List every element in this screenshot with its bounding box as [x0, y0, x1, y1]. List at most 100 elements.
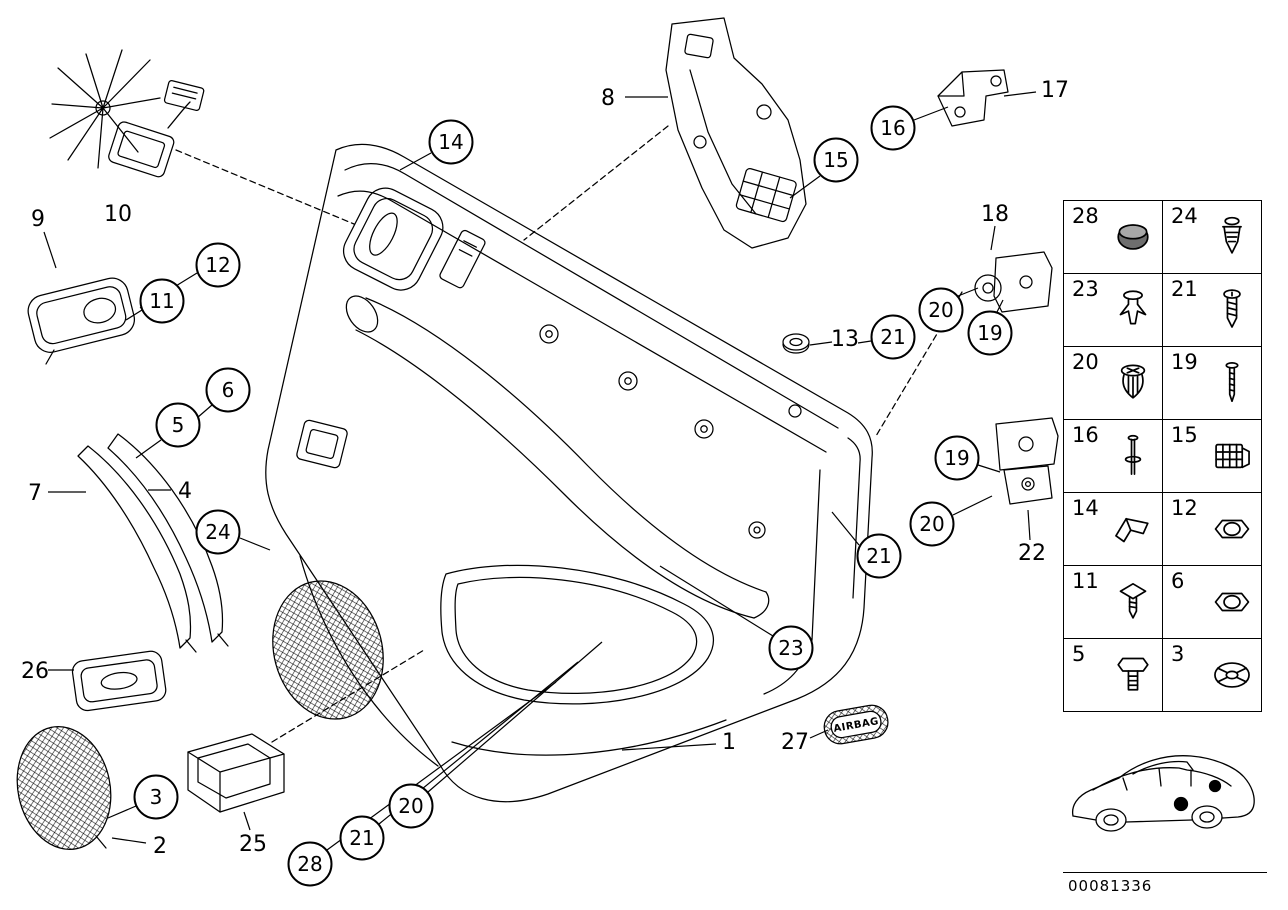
car-sketch [1071, 755, 1255, 832]
callout-circle[interactable] [139, 278, 185, 324]
callout-leader-line [952, 495, 993, 516]
callout-number: 2 [153, 834, 167, 859]
callout-15[interactable]: 15 [789, 137, 859, 199]
callout-number: 13 [831, 327, 859, 352]
callout-circle[interactable] [195, 242, 241, 288]
legend-part-number: 11 [1072, 569, 1099, 593]
callout-27[interactable]: 27 [781, 729, 829, 755]
callout-26[interactable]: 26 [21, 659, 74, 684]
callout-3[interactable]: 3 [107, 774, 179, 820]
callout-18[interactable]: 18 [981, 202, 1009, 251]
callout-circle[interactable] [856, 533, 902, 579]
callout-17[interactable]: 17 [1003, 78, 1069, 103]
callout-circle[interactable] [967, 310, 1013, 356]
callout-19[interactable]: 19 [967, 299, 1013, 356]
legend-part-number: 23 [1072, 277, 1099, 301]
callout-number: 25 [239, 832, 267, 857]
callout-24[interactable]: 24 [195, 509, 271, 555]
callout-13[interactable]: 13 [809, 327, 859, 352]
callout-16[interactable]: 16 [870, 105, 949, 151]
callout-leader-line [135, 439, 162, 459]
callout-25[interactable]: 25 [239, 811, 267, 857]
callout-14[interactable]: 14 [399, 119, 474, 171]
callout-20[interactable]: 20 [909, 495, 993, 547]
construction-lines [175, 125, 963, 743]
legend-cell-20[interactable]: 20 [1064, 347, 1163, 420]
callout-21[interactable]: 21 [339, 661, 579, 861]
callout-21[interactable]: 21 [831, 511, 902, 579]
speaker-grille-art [16, 725, 112, 851]
legend-cell-11[interactable]: 11 [1064, 566, 1163, 639]
callout-8[interactable]: 8 [601, 86, 668, 111]
legend-cell-3[interactable]: 3 [1163, 639, 1262, 712]
callout-leader-line [239, 537, 271, 551]
callout-leader-line [809, 341, 833, 346]
legend-cell-21[interactable]: 21 [1163, 274, 1262, 347]
callout-28[interactable]: 28 [287, 681, 557, 887]
callout-number: 17 [1041, 78, 1069, 103]
callout-circle[interactable] [909, 501, 955, 547]
car-thumbnail-icon [1071, 755, 1255, 832]
legend-cell-14[interactable]: 14 [1064, 493, 1163, 566]
callout-circle[interactable] [768, 625, 814, 671]
legend-cell-12[interactable]: 12 [1163, 493, 1262, 566]
callout-leader-line [831, 511, 860, 546]
callout-circle[interactable] [428, 119, 474, 165]
lower-bracket-art [995, 417, 1059, 505]
callout-1[interactable]: 1 [621, 730, 736, 755]
legend-cell-28[interactable]: 28 [1064, 201, 1163, 274]
callout-20[interactable]: 20 [388, 641, 603, 829]
callout-10[interactable]: 10 [104, 202, 132, 227]
callout-circle[interactable] [918, 287, 964, 333]
retainer-block-icon [1207, 431, 1257, 481]
callout-circle[interactable] [339, 815, 385, 861]
callout-5[interactable]: 5 [135, 402, 201, 459]
callout-leader-line [996, 299, 1004, 313]
callout-number: 4 [178, 479, 192, 504]
callout-circle[interactable] [155, 402, 201, 448]
callout-23[interactable]: 23 [659, 565, 814, 671]
legend-cell-24[interactable]: 24 [1163, 201, 1262, 274]
callout-12[interactable]: 12 [139, 242, 241, 309]
legend-cell-6[interactable]: 6 [1163, 566, 1262, 639]
callout-4[interactable]: 4 [148, 479, 192, 504]
legend-cell-23[interactable]: 23 [1064, 274, 1163, 347]
callout-number: 18 [981, 202, 1009, 227]
callout-number: 20 [919, 512, 944, 536]
expanding-rivet-icon [1108, 358, 1158, 408]
callout-circle[interactable] [287, 841, 333, 887]
callout-19[interactable]: 19 [934, 435, 1001, 481]
callout-number: 6 [222, 378, 235, 402]
legend-part-number: 24 [1171, 204, 1198, 228]
callout-9[interactable]: 9 [31, 207, 57, 269]
callout-number: 22 [1018, 541, 1046, 566]
callout-circle[interactable] [813, 137, 859, 183]
callout-number: 15 [823, 148, 848, 172]
legend-cell-15[interactable]: 15 [1163, 420, 1262, 493]
hex-nut-icon [1207, 504, 1257, 554]
legend-cell-16[interactable]: 16 [1064, 420, 1163, 493]
callout-circle[interactable] [205, 367, 251, 413]
legend-cell-5[interactable]: 5 [1064, 639, 1163, 712]
callout-circle[interactable] [870, 314, 916, 360]
callout-circle[interactable] [195, 509, 241, 555]
callout-leader-line [990, 225, 996, 251]
grommet-art [782, 333, 810, 354]
callout-21[interactable]: 21 [857, 314, 916, 360]
callout-11[interactable]: 11 [125, 278, 185, 324]
legend-cell-19[interactable]: 19 [1163, 347, 1262, 420]
callout-20[interactable]: 20 [918, 287, 979, 333]
callout-circle[interactable] [388, 783, 434, 829]
callout-leader-line [809, 729, 829, 739]
callout-number: 24 [205, 520, 230, 544]
callout-circle[interactable] [934, 435, 980, 481]
callout-2[interactable]: 2 [111, 834, 167, 859]
metal-clamp-icon [1108, 504, 1158, 554]
callout-circle[interactable] [870, 105, 916, 151]
callout-7[interactable]: 7 [28, 481, 86, 506]
callout-leader-line [125, 309, 143, 321]
callout-6[interactable]: 6 [189, 367, 251, 425]
callout-22[interactable]: 22 [1018, 509, 1046, 566]
legend-part-number: 20 [1072, 350, 1099, 374]
callout-circle[interactable] [133, 774, 179, 820]
